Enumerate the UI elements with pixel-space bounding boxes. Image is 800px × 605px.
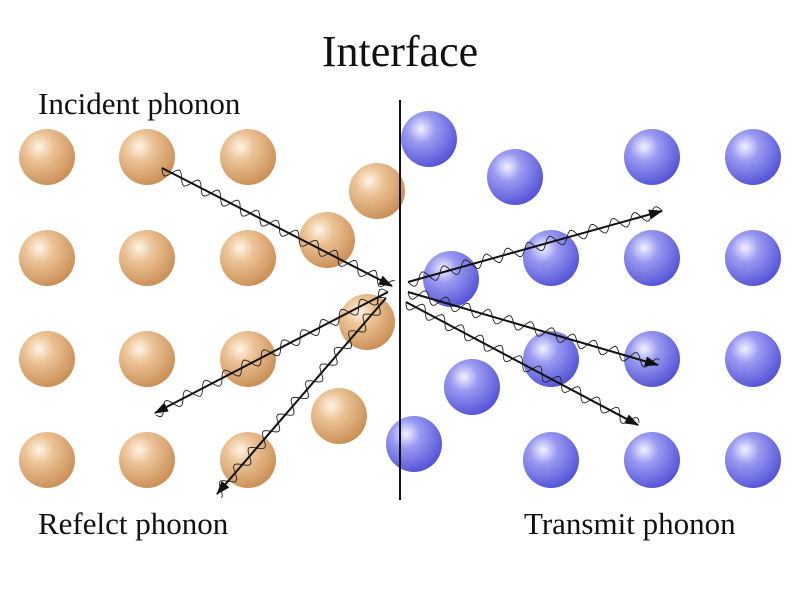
right-atom [624, 129, 680, 185]
left-atom [19, 432, 75, 488]
incident-phonon [161, 167, 395, 288]
left-atom [119, 129, 175, 185]
left-atom [311, 388, 367, 444]
left-atom [220, 331, 276, 387]
right-atom [386, 416, 442, 472]
left-atom [349, 163, 405, 219]
right-atom [523, 331, 579, 387]
right-atom [725, 230, 781, 286]
left-atom [119, 331, 175, 387]
right-atom [423, 251, 479, 307]
left-atom [19, 331, 75, 387]
phonon-arrow [407, 291, 659, 367]
phonon-arrow [405, 301, 639, 426]
transmitted-phonon [407, 206, 663, 287]
phonon-arrow [161, 167, 393, 287]
left-atom [299, 212, 355, 268]
transmitted-phonon [405, 301, 640, 426]
right-atom [523, 230, 579, 286]
phonon-wave [161, 167, 395, 288]
right-atom [624, 230, 680, 286]
transmit-phonon-label: Transmit phonon [524, 506, 736, 541]
right-atom [487, 149, 543, 205]
reflected-phonon [154, 288, 389, 417]
left-atom [19, 129, 75, 185]
right-atom [725, 331, 781, 387]
reflect-phonon-label: Refelct phonon [38, 506, 229, 541]
incident-phonon-label: Incident phonon [38, 86, 241, 121]
right-atom [444, 359, 500, 415]
left-atom [220, 230, 276, 286]
transmitted-phonon [407, 290, 660, 368]
left-atom [19, 230, 75, 286]
right-atom [624, 331, 680, 387]
right-atom [725, 129, 781, 185]
phonon-wave [218, 296, 387, 499]
right-atom [523, 432, 579, 488]
right-atom [725, 432, 781, 488]
left-atom [220, 129, 276, 185]
phonon-paths [154, 167, 663, 499]
right-atom [401, 111, 457, 167]
right-atom [624, 432, 680, 488]
phonon-arrow [154, 291, 389, 414]
left-atom [119, 230, 175, 286]
phonon-arrow [216, 297, 387, 495]
left-material-atoms [19, 129, 405, 488]
phonon-arrow [407, 209, 663, 283]
right-material-atoms [386, 111, 781, 488]
reflected-phonon [216, 296, 387, 499]
left-atom [119, 432, 175, 488]
diagram-title: Interface [321, 27, 479, 76]
